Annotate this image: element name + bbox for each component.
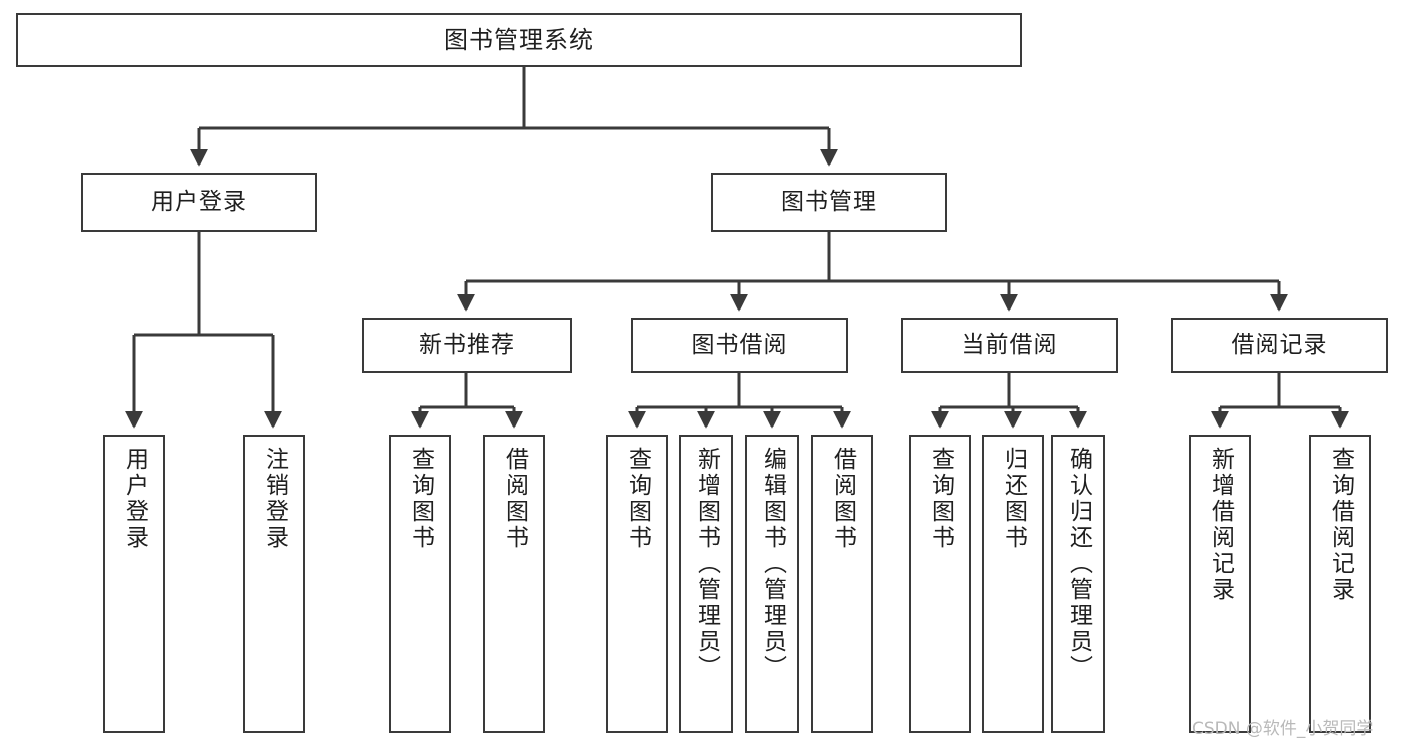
node-label: 归还图书 (1000, 447, 1027, 551)
node-leaf-query-book-3[interactable]: 查询图书 (909, 435, 971, 733)
node-leaf-borrow-book-1[interactable]: 借阅图书 (483, 435, 545, 733)
node-leaf-confirm-return-admin[interactable]: 确认归还（管理员） (1051, 435, 1105, 733)
node-label: 用户登录 (151, 188, 247, 215)
node-root-system[interactable]: 图书管理系统 (16, 13, 1022, 67)
node-label: 当前借阅 (961, 331, 1058, 358)
node-leaf-logout[interactable]: 注销登录 (243, 435, 305, 733)
edge-borrow-record-to-leaves (1211, 373, 1349, 429)
node-leaf-add-book-admin[interactable]: 新增图书（管理员） (679, 435, 733, 733)
node-leaf-edit-book-admin[interactable]: 编辑图书（管理员） (745, 435, 799, 733)
node-label: 新增借阅记录 (1207, 447, 1234, 603)
node-label: 图书借阅 (691, 331, 788, 358)
edge-current-borrow-to-leaves (931, 373, 1087, 429)
node-label: 借阅图书 (501, 447, 528, 551)
node-label: 新书推荐 (419, 331, 515, 358)
edge-root-to-level1 (190, 67, 838, 167)
node-label: 借阅图书 (829, 447, 856, 551)
node-label: 查询图书 (407, 447, 434, 551)
edge-user-login-to-leaves (125, 232, 282, 429)
edge-book-borrow-to-leaves (628, 373, 851, 429)
node-current-borrowing[interactable]: 当前借阅 (901, 318, 1118, 373)
node-label: 查询图书 (927, 447, 954, 551)
node-leaf-query-borrow-record[interactable]: 查询借阅记录 (1309, 435, 1371, 733)
node-new-book-recommendation[interactable]: 新书推荐 (362, 318, 572, 373)
node-borrow-records[interactable]: 借阅记录 (1171, 318, 1388, 373)
node-label: 编辑图书（管理员） (759, 447, 786, 681)
node-label: 确认归还（管理员） (1065, 447, 1092, 681)
node-label: 图书管理 (781, 188, 877, 215)
node-label: 注销登录 (261, 447, 288, 551)
node-user-login[interactable]: 用户登录 (81, 173, 317, 232)
node-book-borrowing[interactable]: 图书借阅 (631, 318, 848, 373)
node-leaf-borrow-book-2[interactable]: 借阅图书 (811, 435, 873, 733)
node-leaf-add-borrow-record[interactable]: 新增借阅记录 (1189, 435, 1251, 733)
node-leaf-return-book[interactable]: 归还图书 (982, 435, 1044, 733)
node-label: 借阅记录 (1231, 331, 1328, 358)
node-label: 新增图书（管理员） (693, 447, 720, 681)
node-label: 查询图书 (624, 447, 651, 551)
node-leaf-query-book-2[interactable]: 查询图书 (606, 435, 668, 733)
watermark-text: CSDN @软件_小贺同学 (1192, 719, 1374, 739)
edge-book-manage-to-level2 (457, 232, 1288, 312)
node-leaf-query-book-1[interactable]: 查询图书 (389, 435, 451, 733)
node-label: 用户登录 (121, 447, 148, 551)
node-leaf-user-login[interactable]: 用户登录 (103, 435, 165, 733)
node-label: 图书管理系统 (444, 25, 594, 54)
node-book-management[interactable]: 图书管理 (711, 173, 947, 232)
edge-new-book-rec-to-leaves (411, 373, 523, 429)
node-label: 查询借阅记录 (1327, 447, 1354, 603)
